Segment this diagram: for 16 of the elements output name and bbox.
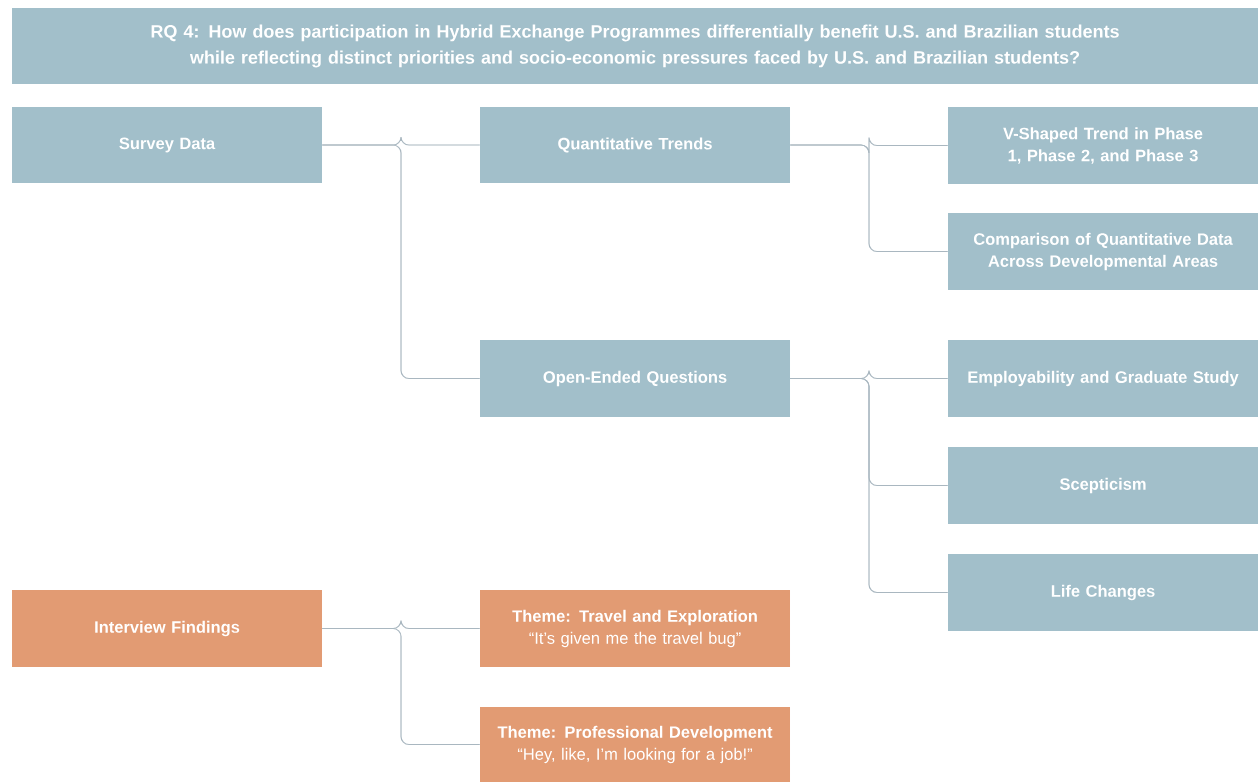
- topic-box: V-Shaped Trend in Phase 1, Phase 2, and Phase 3: [948, 107, 1258, 184]
- topic-box: Employability and Graduate Study: [948, 340, 1258, 417]
- topic-box: Scepticism: [948, 447, 1258, 524]
- connector-line: [321, 144, 481, 380]
- topic-box: Open-Ended Questions: [480, 340, 790, 417]
- theme-box: Theme: Travel and Exploration “It’s given me the travel bug”: [480, 590, 790, 667]
- topic-box: Comparison of Quantitative Data Across Developmental Areas: [948, 213, 1258, 290]
- connector-line: [789, 377, 949, 594]
- title-band: RQ 4: How does participation in Hybrid Exchange Programmes differentially benefit U.S. and Brazilian students while reflecting distinct priorities and socio-economic pressures faced by U.S. and Brazilian students?: [12, 8, 1258, 84]
- connector-line: [789, 144, 949, 253]
- topic-box: Interview Findings: [12, 590, 322, 667]
- topic-box: Quantitative Trends: [480, 107, 790, 183]
- theme-box: Theme: Professional Development “Hey, like, I’m looking for a job!”: [480, 707, 790, 782]
- topic-box: Survey Data: [12, 107, 322, 183]
- topic-box: Life Changes: [948, 554, 1258, 631]
- connector-line: [321, 627, 481, 746]
